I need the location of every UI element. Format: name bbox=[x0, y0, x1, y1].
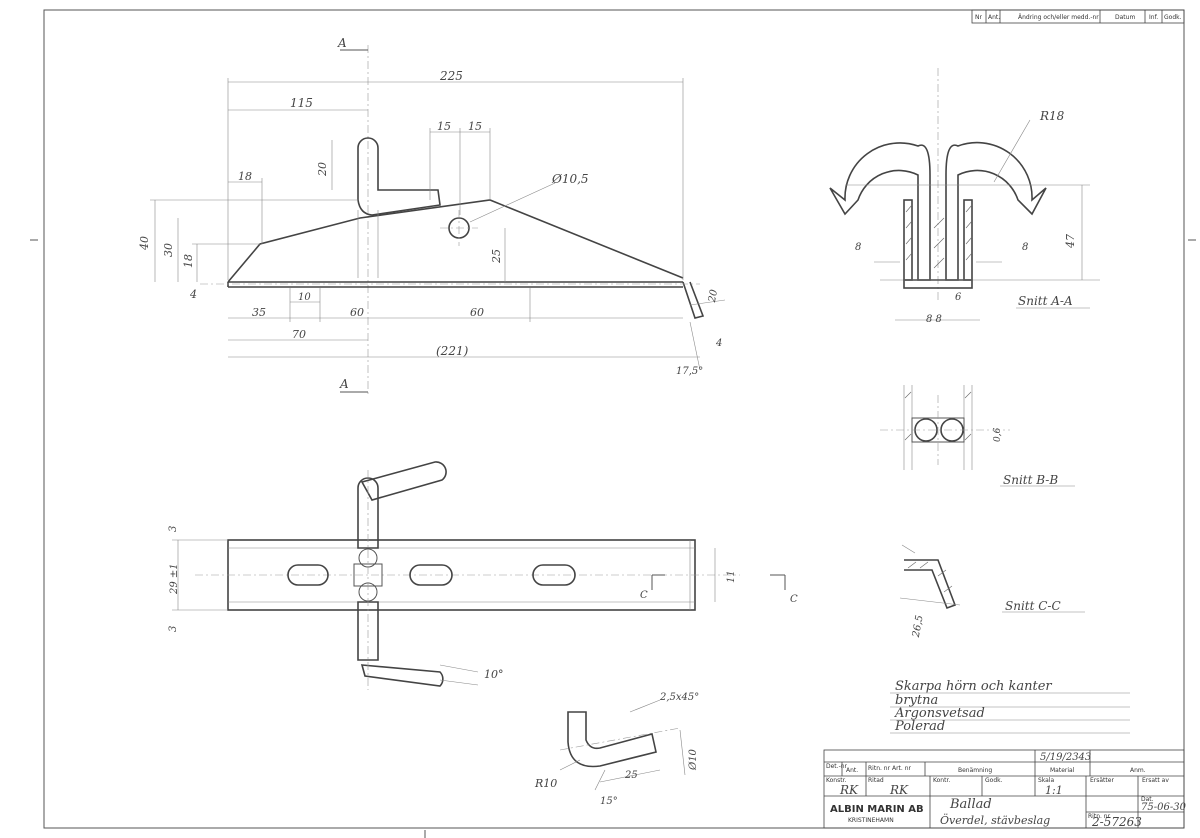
dim-221: (221) bbox=[436, 344, 469, 358]
bb-label: Snitt B-B bbox=[1003, 473, 1058, 487]
main-side-view: A A 225 115 15 15 Ø10,5 bbox=[138, 36, 726, 395]
note-line-1: Skarpa hörn och kanter bbox=[895, 679, 1052, 694]
tb-col-ritn: Ritn. nr Art. nr bbox=[868, 765, 912, 772]
plan-dim-29: 29 ±1 bbox=[169, 563, 180, 595]
dim-60-b: 60 bbox=[470, 306, 484, 319]
title-block: 5/19/2343 Det.-nr Ant. Ritn. nr Art. nr … bbox=[823, 749, 1187, 829]
detail-dim-25: 25 bbox=[624, 770, 638, 781]
tb-col-material: Material bbox=[1050, 767, 1075, 774]
dim-35: 35 bbox=[252, 306, 266, 319]
rev-header-date: Datum bbox=[1115, 14, 1135, 21]
dim-40: 40 bbox=[138, 236, 151, 251]
tb-ref-no: 5/19/2343 bbox=[1040, 752, 1091, 763]
section-c-c: 26,5 Snitt C-C bbox=[899, 544, 1085, 639]
dim-30: 30 bbox=[162, 243, 175, 257]
dim-15-a: 15 bbox=[437, 120, 451, 133]
dim-angle-17-5: 17,5° bbox=[676, 366, 703, 377]
dim-25: 25 bbox=[490, 249, 503, 264]
plan-dim-3-bottom: 3 bbox=[168, 626, 179, 632]
dim-225: 225 bbox=[439, 69, 463, 83]
dim-60-a: 60 bbox=[350, 306, 364, 319]
tb-dat-label: Dat. bbox=[1141, 796, 1154, 803]
note-line-3: Argonsvetsad bbox=[894, 706, 985, 721]
detail-radius: R10 bbox=[534, 777, 557, 790]
tb-col-det-nr: Det.-nr bbox=[826, 763, 848, 770]
tb-ritn-label: Ritn. nr bbox=[1088, 813, 1111, 820]
tb-konstr: RK bbox=[839, 783, 859, 797]
aa-dim-47: 47 bbox=[1064, 234, 1077, 249]
dim-20: 20 bbox=[316, 162, 329, 177]
aa-radius: R18 bbox=[1039, 109, 1065, 123]
tb-product: Ballad bbox=[949, 797, 992, 812]
aa-dim-8-b: 8 bbox=[1022, 242, 1028, 253]
tb-company: ALBIN MARIN AB bbox=[830, 804, 924, 815]
section-mark-a-bottom: A bbox=[339, 377, 349, 391]
tb-col-benamning: Benämning bbox=[958, 767, 992, 774]
plan-dim-3-top: 3 bbox=[168, 526, 179, 532]
dim-115: 115 bbox=[290, 96, 313, 110]
plan-c-mark-b: C bbox=[790, 594, 798, 605]
plan-c-mark-a: C bbox=[640, 590, 648, 601]
dim-hole: Ø10,5 bbox=[551, 172, 589, 186]
tb-ritad: RK bbox=[889, 783, 909, 797]
tb-col-anm: Anm. bbox=[1130, 767, 1146, 774]
aa-dim-6: 6 bbox=[955, 292, 962, 303]
tb-skala-label: Skala bbox=[1038, 777, 1055, 784]
aa-dim-8-8: 8 8 bbox=[926, 314, 942, 325]
plan-view: 3 3 29 ±1 11 C C 10° bbox=[168, 461, 798, 690]
note-line-4: Polerad bbox=[894, 719, 945, 734]
dim-10: 10 bbox=[298, 292, 311, 303]
dim-4-b: 4 bbox=[715, 338, 722, 349]
plan-dim-11: 11 bbox=[726, 570, 737, 583]
tb-ersatt-av-label: Ersatt av bbox=[1142, 777, 1169, 784]
tb-ersatter-label: Ersätter bbox=[1090, 777, 1114, 784]
dim-70: 70 bbox=[292, 328, 306, 341]
rev-header-inf: Inf. bbox=[1149, 14, 1158, 21]
tb-konstr-label: Konstr. bbox=[826, 777, 847, 784]
rev-header-godk: Godk. bbox=[1164, 14, 1182, 21]
tb-col-ant: Ant. bbox=[846, 767, 858, 774]
tb-drawing-no: 2-57263 bbox=[1091, 815, 1142, 829]
tb-date: 75-06-30 bbox=[1141, 802, 1187, 813]
rev-header-nr: Nr bbox=[975, 14, 982, 21]
detail-chamfer: 2,5x45° bbox=[659, 692, 699, 703]
tb-city: KRISTINEHAMN bbox=[848, 817, 894, 824]
cc-label: Snitt C-C bbox=[1005, 599, 1061, 613]
bb-dim: 0,6 bbox=[993, 427, 1003, 442]
dim-4: 4 bbox=[189, 288, 197, 301]
section-a-a: 47 R18 8 8 6 8 8 Snitt A-A bbox=[829, 68, 1100, 325]
aa-label: Snitt A-A bbox=[1018, 294, 1073, 308]
cc-dim: 26,5 bbox=[911, 614, 926, 639]
section-mark-a-top: A bbox=[337, 36, 347, 50]
aa-dim-8-a: 8 bbox=[855, 242, 861, 253]
note-line-2: brytna bbox=[895, 693, 938, 708]
section-b-b: 0,6 Snitt B-B bbox=[880, 385, 1075, 487]
dim-18: 18 bbox=[238, 170, 252, 183]
hook-detail: 2,5x45° R10 25 Ø10 15° bbox=[534, 692, 699, 807]
tb-kontr-label: Kontr. bbox=[933, 777, 950, 784]
detail-angle: 15° bbox=[600, 796, 618, 807]
rev-header-ant: Ant. bbox=[988, 14, 1000, 21]
tb-ritad-label: Ritad bbox=[868, 777, 884, 784]
tb-godk-label: Godk. bbox=[985, 777, 1003, 784]
dim-18-b: 18 bbox=[182, 254, 195, 268]
detail-dia: Ø10 bbox=[688, 748, 699, 771]
dim-20-b: 20 bbox=[707, 288, 720, 304]
sheet-border bbox=[43, 9, 1185, 829]
rev-header-change: Ändring och/eller medd.-nr bbox=[1018, 14, 1099, 21]
tb-part: Överdel, stävbeslag bbox=[940, 813, 1050, 827]
revision-block: Nr Ant. Ändring och/eller medd.-nr Datum… bbox=[971, 9, 1185, 24]
notes-block: Skarpa hörn och kanter brytna Argonsvets… bbox=[890, 679, 1130, 734]
dim-15-b: 15 bbox=[468, 120, 482, 133]
plan-angle-10: 10° bbox=[484, 668, 504, 681]
tb-scale: 1:1 bbox=[1045, 784, 1063, 797]
